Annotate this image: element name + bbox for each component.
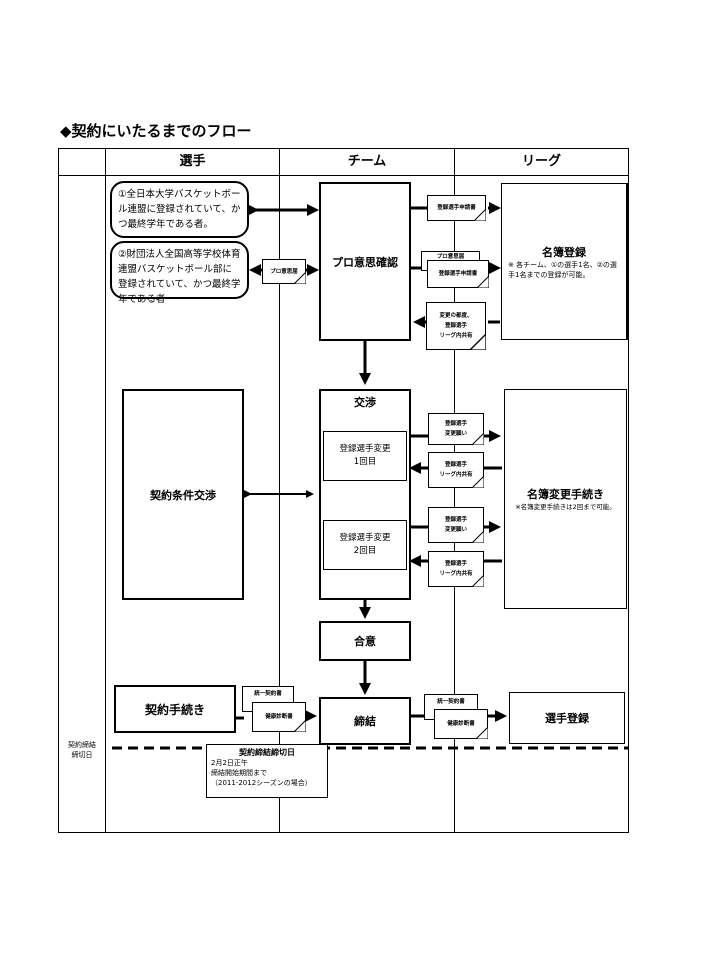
doc-registration-application-front: 登録選手申請書 — [427, 260, 489, 288]
player-contract-label: 契約手続き — [144, 702, 205, 717]
doc-label: 健康診断書 — [447, 721, 475, 727]
doc-share-2: 登録選手 リーグ内共有 — [428, 551, 484, 587]
deadline-heading: 契約締結締切日 — [239, 748, 295, 757]
page-fold-icon — [472, 531, 484, 543]
page-fold-icon — [472, 476, 484, 488]
doc-label: リーグ内共有 — [439, 472, 473, 478]
team-negotiation-label: 交渉 — [354, 396, 376, 409]
doc-label: リーグ内共有 — [439, 333, 473, 339]
doc-change-request-2: 登録選手 変更願い — [428, 507, 484, 543]
table-header-divider — [58, 175, 629, 176]
doc-change-share: 変更の都度、 登録選手 リーグ内共有 — [426, 302, 486, 350]
change-2-line2: 2回目 — [353, 546, 377, 556]
conclusion-label: 締結 — [354, 715, 376, 728]
deadline-callout: 契約締結締切日 2月2日正午 締結開始期間まで （2011-2012シーズンの場… — [206, 744, 328, 798]
doc-label: 登録選手 — [444, 561, 467, 567]
table-border-left — [58, 148, 59, 833]
doc-label: 変更願い — [444, 527, 467, 533]
doc-label: プロ意思届 — [270, 268, 298, 275]
eligibility-box-1: ①全日本大学バスケットボール連盟に登録されていて、かつ最終学年である者。 — [110, 181, 249, 238]
player-registration-box: 選手登録 — [509, 692, 625, 744]
change-2-line1: 登録選手変更 — [339, 533, 391, 543]
column-header-league: リーグ — [521, 154, 561, 169]
deadline-line2: 締結開始期間まで — [211, 769, 267, 777]
eligibility-text-1: ①全日本大学バスケットボール連盟に登録されていて、かつ最終学年である者。 — [118, 189, 241, 230]
player-negotiation-label: 契約条件交渉 — [150, 488, 216, 502]
page-title: ◆契約にいたるまでのフロー — [60, 122, 252, 140]
change-1-box: 登録選手変更 1回目 — [323, 431, 407, 481]
doc-label: 登録選手申請書 — [438, 271, 478, 277]
doc-label: プロ意思届 — [436, 254, 465, 260]
change-2-box: 登録選手変更 2回目 — [323, 520, 407, 570]
column-header-player: 選手 — [179, 154, 206, 169]
table-border-right — [628, 148, 629, 833]
deadline-line3: （2011-2012シーズンの場合） — [211, 779, 312, 787]
roster-change-box: 名簿変更手続き ※名簿変更手続きは2回まで可能。 — [504, 389, 627, 609]
player-registration-label: 選手登録 — [545, 712, 589, 725]
doc-label: 統一契約書 — [254, 691, 282, 697]
eligibility-box-2: ②財団法人全国高等学校体育連盟バスケットボール部に登録されていて、かつ最終学年で… — [110, 241, 249, 305]
doc-label: 統一契約書 — [437, 699, 465, 705]
column-header-team: チーム — [347, 154, 387, 169]
roster-change-label: 名簿変更手続き — [527, 488, 604, 501]
page-fold-icon — [474, 209, 486, 221]
table-border-top — [58, 148, 629, 149]
page-fold-icon — [470, 334, 486, 350]
doc-label: 変更願い — [444, 431, 467, 437]
doc-health-certificate-league: 健康診断書 — [434, 709, 488, 739]
eligibility-text-2: ②財団法人全国高等学校体育連盟バスケットボール部に登録されていて、かつ最終学年で… — [118, 249, 241, 305]
doc-label: 変更の都度、 — [439, 313, 473, 319]
page-fold-icon — [476, 727, 488, 739]
roster-registration-label: 名簿登録 — [542, 245, 586, 259]
roster-registration-note: ※ 各チーム、①の選手1名、②の選手1名までの登録が可能。 — [508, 260, 617, 279]
doc-registration-application: 登録選手申請書 — [427, 195, 486, 221]
player-negotiation-box: 契約条件交渉 — [122, 389, 244, 600]
doc-label: リーグ内共有 — [439, 571, 473, 577]
page-fold-icon — [472, 433, 484, 445]
pro-intent-label: プロ意思確認 — [332, 255, 398, 269]
deadline-line1: 2月2日正午 — [211, 759, 248, 767]
doc-pro-intent-form: プロ意思届 — [262, 259, 306, 284]
page-fold-icon — [294, 272, 306, 284]
conclusion-box: 締結 — [319, 697, 411, 745]
page-fold-icon — [477, 276, 489, 288]
row-label-deadline: 契約締結 締切日 — [68, 741, 96, 759]
doc-label: 登録選手 — [444, 323, 467, 329]
doc-change-request-1: 登録選手 変更願い — [428, 413, 484, 445]
doc-label: 登録選手 — [444, 421, 467, 427]
column-divider-3 — [454, 148, 455, 833]
roster-change-note: ※名簿変更手続きは2回まで可能。 — [515, 503, 616, 511]
column-divider-1 — [105, 148, 106, 833]
doc-share-1: 登録選手 リーグ内共有 — [428, 452, 484, 488]
table-border-bottom — [58, 832, 629, 833]
roster-registration-box: 名簿登録 ※ 各チーム、①の選手1名、②の選手1名までの登録が可能。 — [501, 183, 627, 340]
change-1-line2: 1回目 — [353, 457, 377, 467]
agreement-box: 合意 — [319, 621, 411, 661]
doc-label: 健康診断書 — [265, 714, 293, 720]
page-fold-icon — [294, 720, 306, 732]
page-fold-icon — [472, 575, 484, 587]
pro-intent-box: プロ意思確認 — [319, 182, 411, 341]
doc-label: 登録選手申請書 — [437, 205, 476, 211]
change-1-line1: 登録選手変更 — [339, 444, 391, 454]
agreement-label: 合意 — [354, 635, 376, 648]
doc-health-certificate: 健康診断書 — [252, 702, 306, 732]
doc-label: 登録選手 — [444, 462, 467, 468]
doc-label: 登録選手 — [444, 517, 467, 523]
player-contract-box: 契約手続き — [114, 685, 236, 733]
